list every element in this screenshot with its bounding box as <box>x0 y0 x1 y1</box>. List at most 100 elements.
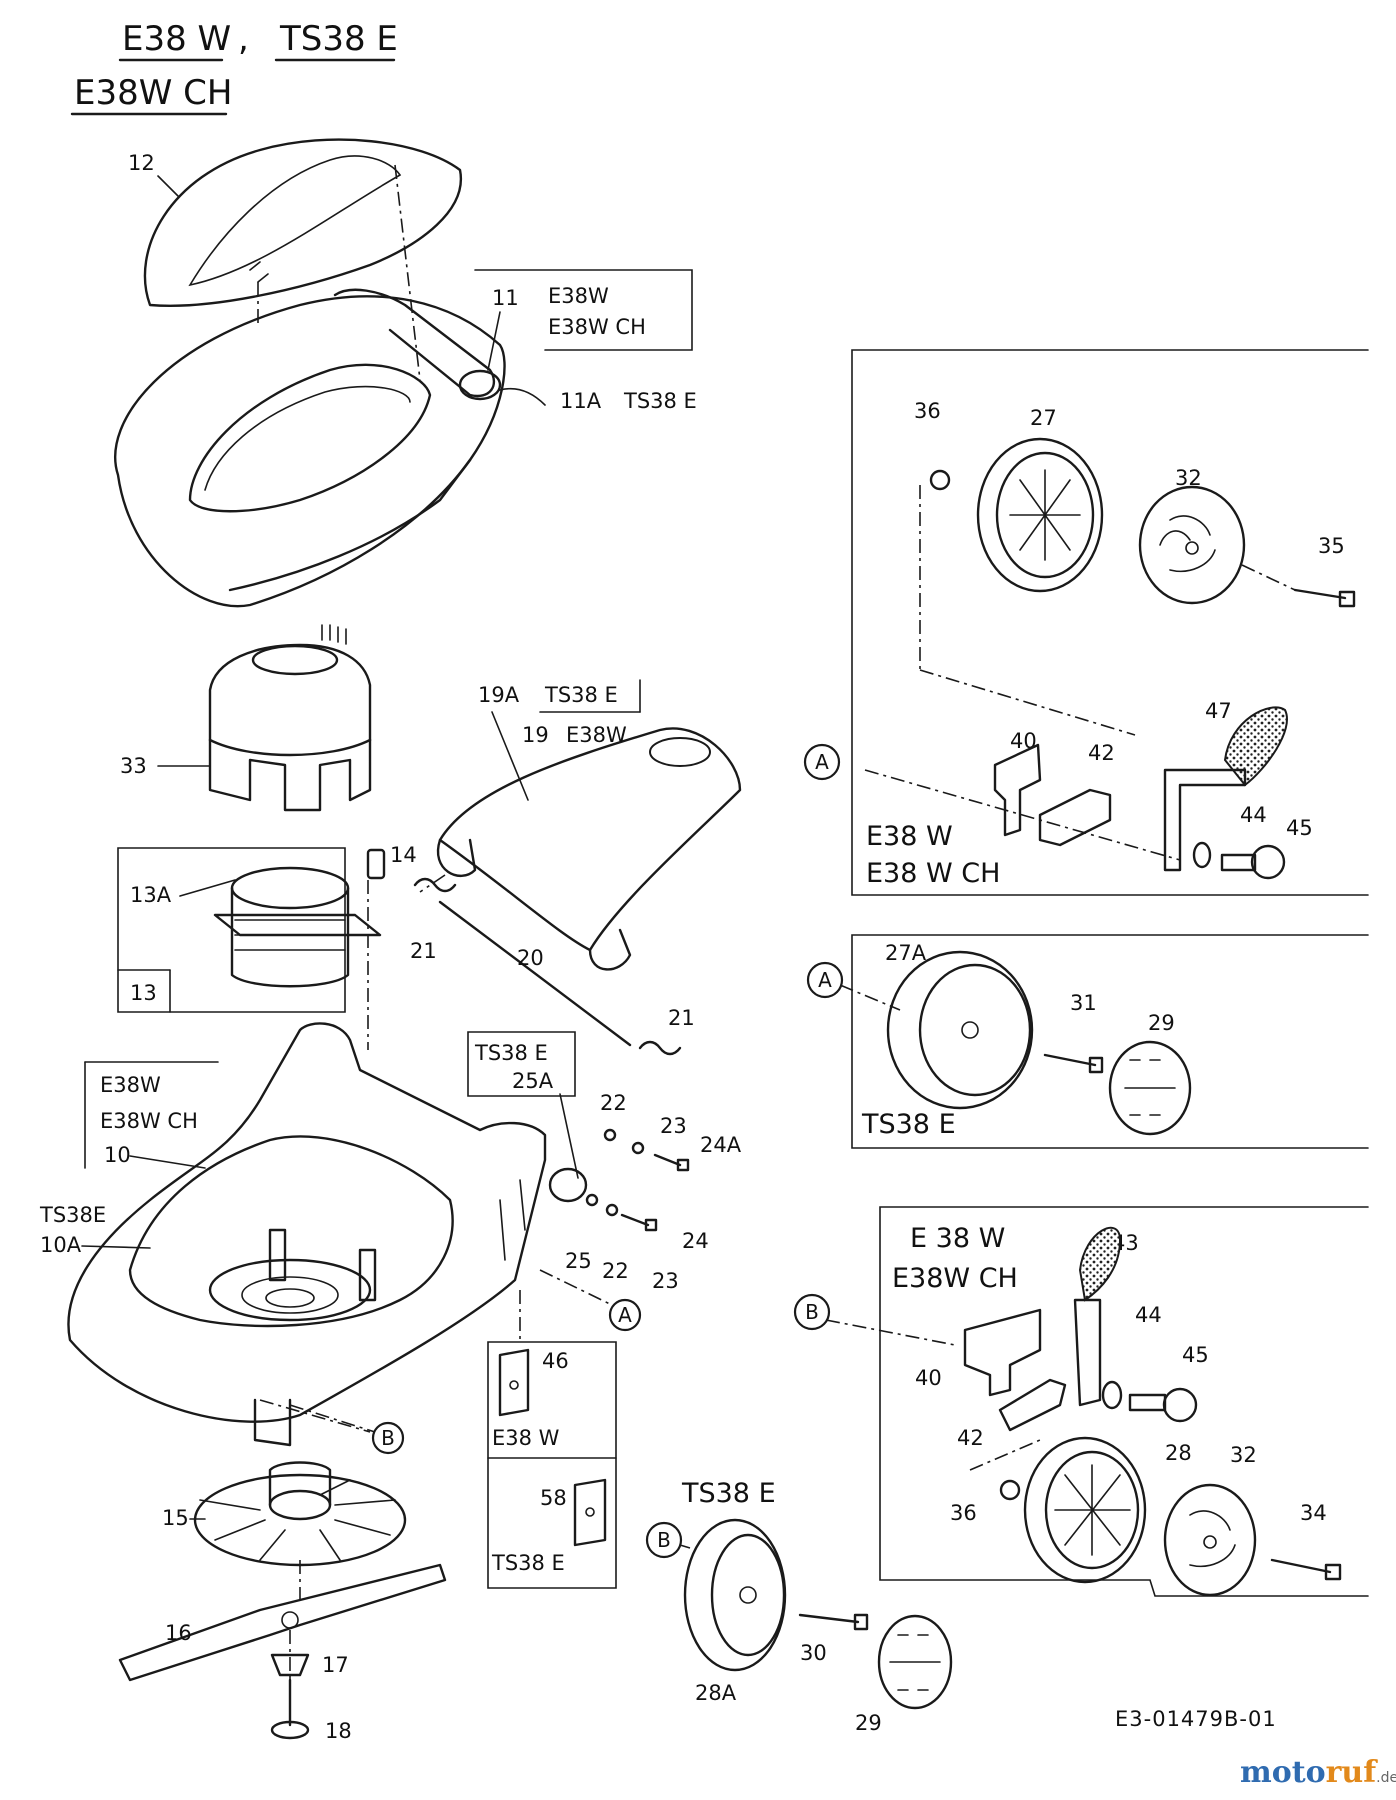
part-label-29-a: 29 <box>1148 1011 1175 1035</box>
part-label-29-b: 29 <box>855 1711 882 1735</box>
part-label-21-left: 21 <box>410 939 437 963</box>
panel-b-model-1: E 38 W <box>910 1223 1005 1254</box>
part-label-18: 18 <box>325 1719 352 1743</box>
part-label-42-b: 42 <box>957 1426 984 1450</box>
panel-a-ts38e: 27A 31 29 TS38 E <box>851 934 1369 1149</box>
panel-a-model-2: E38 W CH <box>866 858 1000 889</box>
hood-model-ts38e: TS38 E <box>623 389 697 413</box>
callout-b-panel: B <box>793 1293 956 1346</box>
part-label-32-b: 32 <box>1230 1443 1257 1467</box>
panel-a-e38w: 36 27 32 35 40 42 47 44 45 E38 W E38 W C… <box>851 349 1369 896</box>
part-label-17: 17 <box>322 1653 349 1677</box>
callout-b-wheel: B <box>645 1521 691 1559</box>
part-label-42-a: 42 <box>1088 741 1115 765</box>
knob-model-ts38e: TS38 E <box>474 1041 548 1065</box>
motor-cover-part: 33 <box>120 624 372 812</box>
part-label-11a: 11A <box>560 389 602 413</box>
panel-b-model-2: E38W CH <box>892 1263 1018 1294</box>
part-label-44-b: 44 <box>1135 1303 1162 1327</box>
part-label-15: 15 <box>162 1506 189 1530</box>
hood-model-e38w: E38W <box>548 284 609 308</box>
diagram-title: E38 W , TS38 E E38W CH <box>70 19 398 116</box>
part-label-27: 27 <box>1030 406 1057 430</box>
fan-part: 15 <box>162 1461 407 1605</box>
part-label-14: 14 <box>390 843 417 867</box>
part-label-23-top: 23 <box>660 1114 687 1138</box>
title-separator: , <box>238 19 249 59</box>
callout-b-deck-label: B <box>381 1426 395 1450</box>
part-label-31: 31 <box>1070 991 1097 1015</box>
part-label-10: 10 <box>104 1143 131 1167</box>
watermark-logo: motoruf.de <box>1240 1755 1396 1790</box>
title-model-e38wch: E38W CH <box>74 73 232 113</box>
part-label-27a: 27A <box>885 941 927 965</box>
part-label-36-a: 36 <box>914 399 941 423</box>
top-cover-part: 12 <box>128 138 463 381</box>
part-label-16: 16 <box>165 1621 192 1645</box>
title-model-e38w: E38 W <box>122 19 231 59</box>
wheel-b-ts38e: TS38 E 28A 30 29 <box>681 1478 953 1735</box>
part-label-46: 46 <box>542 1349 569 1373</box>
part-label-45-b: 45 <box>1182 1343 1209 1367</box>
part-label-30: 30 <box>800 1641 827 1665</box>
watermark-part2: ruf <box>1326 1755 1379 1790</box>
part-label-24: 24 <box>682 1229 709 1253</box>
rear-flap-part: 19A TS38 E 19 E38W 21 20 21 <box>410 679 742 1056</box>
blade-bolt-part: 18 <box>270 1678 352 1743</box>
deck-model-e38wch: E38W CH <box>100 1109 198 1133</box>
part-label-19a: 19A <box>478 683 520 707</box>
part-label-28a: 28A <box>695 1681 737 1705</box>
callout-b-deck: B <box>289 1404 405 1455</box>
part-label-28: 28 <box>1165 1441 1192 1465</box>
part-label-11: 11 <box>492 286 519 310</box>
part-label-22-bottom: 22 <box>602 1259 629 1283</box>
callout-a-panel-1-label: A <box>815 750 829 774</box>
cover-model-ts38e: TS38 E <box>544 683 618 707</box>
part-label-13a: 13A <box>130 883 172 907</box>
part-label-25a: 25A <box>512 1069 554 1093</box>
part-label-13: 13 <box>130 981 157 1005</box>
grass-hood-part: 11 11A TS38 E E38W E38W CH <box>114 269 697 608</box>
part-label-35: 35 <box>1318 534 1345 558</box>
part-label-45-a: 45 <box>1286 816 1313 840</box>
watermark-part1: moto <box>1240 1755 1326 1790</box>
panel-b-e38w: E 38 W E38W CH 43 40 42 44 45 36 28 32 3… <box>879 1206 1369 1597</box>
blade-part: 16 <box>118 1563 447 1720</box>
part-label-47: 47 <box>1205 699 1232 723</box>
panel-a-model-1: E38 W <box>866 821 953 852</box>
motor-part: 13A 13 14 <box>117 843 417 1050</box>
callout-a-panel-2-label: A <box>818 968 832 992</box>
part-label-10a: 10A <box>40 1233 82 1257</box>
part-label-25: 25 <box>565 1249 592 1273</box>
part-label-34: 34 <box>1300 1501 1327 1525</box>
clip-parts: 46 E38 W 58 TS38 E <box>487 1290 617 1589</box>
callout-a-panel-2: A <box>806 961 901 1011</box>
wheel-b-model: TS38 E <box>681 1478 776 1509</box>
deck-model-ts38e: TS38E <box>39 1203 106 1227</box>
callout-a-deck-label: A <box>618 1303 632 1327</box>
watermark-suffix: .de <box>1376 1770 1396 1786</box>
part-label-23-bottom: 23 <box>652 1269 679 1293</box>
height-knob-part: TS38 E 25A 25 22 23 24A 22 23 24 <box>467 1031 742 1293</box>
title-model-ts38e: TS38 E <box>279 19 398 59</box>
part-label-19: 19 <box>522 723 549 747</box>
clip46-model: E38 W <box>492 1426 560 1450</box>
cover-model-e38w: E38W <box>566 723 627 747</box>
drawing-code: E3-01479B-01 <box>1115 1707 1277 1731</box>
svg-text:motoruf.de: motoruf.de <box>1240 1755 1396 1790</box>
part-label-40-a: 40 <box>1010 729 1037 753</box>
callout-b-wheel-label: B <box>657 1528 671 1552</box>
callout-a-deck: A <box>539 1269 642 1332</box>
blade-adapter-part: 17 <box>270 1653 349 1677</box>
part-label-44-a: 44 <box>1240 803 1267 827</box>
clip58-model: TS38 E <box>491 1551 565 1575</box>
part-label-33: 33 <box>120 754 147 778</box>
part-label-12: 12 <box>128 151 155 175</box>
part-label-40-b: 40 <box>915 1366 942 1390</box>
deck-model-e38w: E38W <box>100 1073 161 1097</box>
part-label-20: 20 <box>517 946 544 970</box>
part-label-22-top: 22 <box>600 1091 627 1115</box>
part-label-24a: 24A <box>700 1133 742 1157</box>
part-label-21-right: 21 <box>668 1006 695 1030</box>
